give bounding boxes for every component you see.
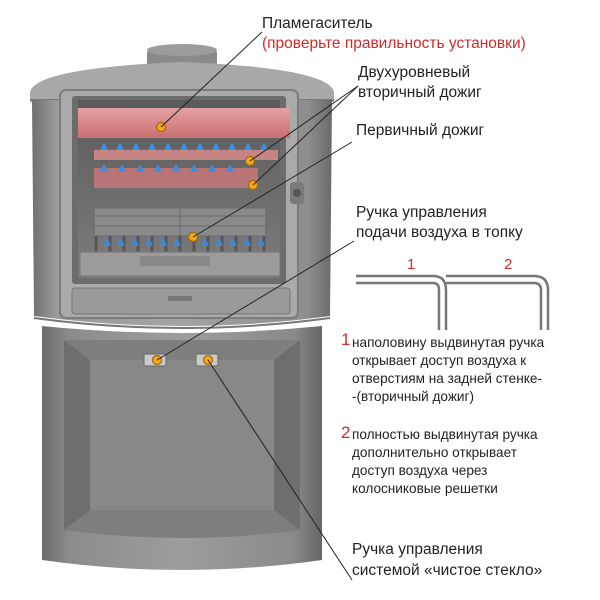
secondary-tube-upper (94, 150, 278, 160)
gauge-position-2: 2 (504, 256, 513, 273)
note-2-number: 2 (341, 423, 351, 442)
note-1-line3: отверстиям на задней стенке- (352, 371, 542, 386)
firebox (78, 100, 290, 278)
note-1-line4: -(вторичный дожиг) (352, 389, 475, 404)
ash-drawer (71, 287, 291, 315)
note-1-line1: наполовину выдвинутая ручка (352, 335, 545, 350)
leader-primary (192, 141, 353, 238)
label-flame-damper: Пламегаситель (262, 15, 373, 32)
gauge-position-1: 1 (407, 256, 416, 273)
note-2-line2: дополнительно открывает (352, 445, 517, 460)
note-2-line4: колосниковые решетки (352, 481, 498, 496)
air-arrows-upper (100, 142, 268, 150)
leader-secondary-2 (252, 85, 359, 186)
air-flow-arrows (100, 142, 268, 246)
label-air-handle-line1: Ручка управления (356, 204, 487, 221)
note-2-line1: полностью выдвинутая ручка (352, 427, 538, 442)
stove-base (42, 326, 322, 570)
air-arrows-lower (100, 164, 234, 172)
note-1-number: 1 (341, 330, 351, 349)
handle-position-gauge (356, 274, 550, 330)
note-2-line3: доступ воздуха через (352, 463, 488, 478)
label-air-handle-line2: подачи воздуха в топку (356, 224, 523, 241)
leader-secondary-1 (249, 85, 359, 162)
leader-lines (156, 31, 359, 581)
flame-damper-plate (78, 108, 290, 138)
label-secondary-line2: вторичный дожиг (358, 84, 482, 101)
leader-flame-damper (160, 31, 263, 128)
note-1-line2: открывает доступ воздуха к (352, 353, 527, 368)
secondary-tube-lower (94, 168, 258, 188)
label-flame-damper-note: (проверьте правильность установки) (262, 35, 526, 52)
leader-air-handle (156, 240, 355, 361)
label-glass-handle-line1: Ручка управления (352, 541, 483, 558)
air-arrows-grate (103, 237, 265, 246)
leader-glass-handle (207, 359, 353, 581)
label-glass-handle-line2: системой «чистое стекло» (352, 562, 543, 579)
label-primary: Первичный дожиг (356, 122, 485, 139)
label-secondary-line1: Двухуровневый (358, 64, 471, 81)
door-handle (290, 182, 304, 204)
